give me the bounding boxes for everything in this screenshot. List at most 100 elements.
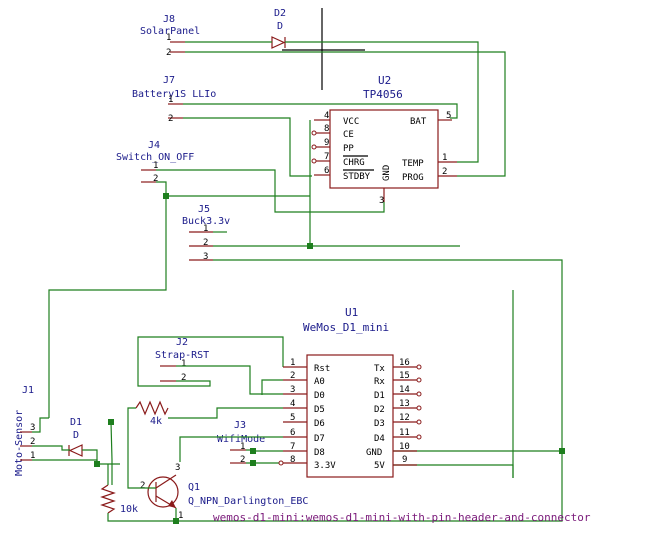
wires-j4 — [48, 181, 310, 418]
u1-pin-33v: 3.3V — [314, 461, 336, 471]
u1-pin-rx: Rx — [374, 377, 385, 387]
connector-j5[interactable]: J5 Buck3.3v 1 2 3 — [182, 204, 230, 262]
u2-pin-prog: PROG — [402, 173, 424, 183]
q1-pin1: 1 — [178, 511, 183, 521]
wires-u2 — [156, 120, 385, 246]
u2-num1: 1 — [442, 153, 447, 163]
u1-num4: 4 — [290, 399, 295, 409]
diode-d2[interactable]: D2 D — [271, 8, 286, 49]
u1-num11: 11 — [399, 428, 410, 438]
j1-pin2: 2 — [30, 437, 35, 447]
connector-j4[interactable]: J4 Switch_ON_OFF 1 2 — [116, 140, 194, 184]
u1-num2: 2 — [290, 371, 295, 381]
j3-pin2: 2 — [240, 455, 245, 465]
u2-value: TP4056 — [363, 88, 403, 101]
u1-pin-d4: D4 — [374, 434, 385, 444]
u1-num7: 7 — [290, 442, 295, 452]
j3-ref: J3 — [234, 420, 246, 431]
r-bot-value: 10k — [120, 504, 138, 515]
connector-j8[interactable]: J8 SolarPanel 1 2 — [140, 14, 200, 58]
j5-pin3: 3 — [203, 252, 208, 262]
j4-pin1: 1 — [153, 161, 158, 171]
u2-ref: U2 — [378, 74, 391, 87]
u1-footprint: wemos-d1-mini:wemos-d1-mini-with-pin-hea… — [213, 511, 591, 524]
u1-pin-gnd: GND — [366, 448, 382, 458]
q1-ref: Q1 — [188, 482, 200, 493]
wires-j5 — [176, 231, 563, 522]
u2-num7: 7 — [324, 152, 329, 162]
j4-ref: J4 — [148, 140, 160, 151]
d2-value: D — [277, 21, 283, 32]
crosshair-cursor — [282, 8, 365, 90]
j2-pin2: 2 — [181, 373, 186, 383]
resistor-4k[interactable]: 4k — [135, 400, 169, 427]
q1-value: Q_NPN_Darlington_EBC — [188, 496, 308, 507]
u2-num9: 9 — [324, 138, 329, 148]
u1-ref: U1 — [345, 306, 358, 319]
d1-value: D — [73, 430, 79, 441]
u2-pin-temp: TEMP — [402, 159, 424, 169]
u1-pin-tx: Tx — [374, 364, 385, 374]
j7-ref: J7 — [163, 75, 175, 86]
j8-pin1: 1 — [166, 33, 171, 43]
j8-pin2: 2 — [166, 48, 171, 58]
wires-u1 — [32, 290, 562, 522]
u1-num13: 13 — [399, 399, 410, 409]
u1-pin-rst: Rst — [314, 364, 330, 374]
u1-pin-a0: A0 — [314, 377, 325, 387]
j2-ref: J2 — [176, 337, 188, 348]
j2-pin1: 1 — [181, 359, 186, 369]
u1-num5: 5 — [290, 413, 295, 423]
u2-pin-stdby: STDBY — [343, 172, 371, 182]
u1-num1: 1 — [290, 358, 295, 368]
ic-u2-tp4056[interactable]: U2 TP4056 VCC CE PP CHRG STDBY 4 8 9 7 6… — [311, 74, 457, 206]
u1-pin-d5: D5 — [314, 405, 325, 415]
j5-pin2: 2 — [203, 238, 208, 248]
u2-num8: 8 — [324, 124, 329, 134]
j3-value: WifiMode — [217, 434, 265, 445]
d2-ref: D2 — [274, 8, 286, 19]
u1-pin-d0: D0 — [314, 391, 325, 401]
connector-j3[interactable]: J3 WifiMode 1 2 — [217, 420, 265, 465]
diode-d1[interactable]: D1 D — [68, 417, 83, 457]
ic-u1-wemos[interactable]: U1 WeMos_D1_mini — [303, 306, 394, 478]
j5-value: Buck3.3v — [182, 216, 230, 227]
connector-j1[interactable]: J1 Moto-Sensor 3 2 1 — [14, 385, 35, 476]
u2-num3: 3 — [379, 196, 384, 206]
j1-pin3: 3 — [30, 423, 35, 433]
u1-pin-d6: D6 — [314, 419, 325, 429]
u1-num8: 8 — [290, 455, 295, 465]
resistor-10k[interactable]: 10k — [100, 484, 138, 515]
j7-value: Battery1S LLIo — [132, 89, 216, 100]
u1-pin-d3: D3 — [374, 419, 385, 429]
u2-num6: 6 — [324, 166, 329, 176]
j3-pin1: 1 — [240, 442, 245, 452]
u1-pin-5v: 5V — [374, 461, 385, 471]
u1-pin-d1: D1 — [374, 391, 385, 401]
u1-num6: 6 — [290, 428, 295, 438]
u2-pin-pp: PP — [343, 144, 354, 154]
u1-num3: 3 — [290, 385, 295, 395]
transistor-q1[interactable]: Q1 Q_NPN_Darlington_EBC 3 2 1 — [140, 463, 308, 521]
u2-pin-ce: CE — [343, 130, 354, 140]
connector-j2[interactable]: J2 Strap-RST 1 2 — [155, 337, 209, 383]
j7-pin2: 2 — [168, 114, 173, 124]
j5-ref: J5 — [198, 204, 210, 215]
j5-pin1: 1 — [203, 224, 208, 234]
connector-j7[interactable]: J7 Battery1S LLIo 1 2 — [132, 75, 216, 124]
u2-pin-bat: BAT — [410, 117, 427, 127]
u2-num5: 5 — [446, 111, 451, 121]
u1-num12: 12 — [399, 413, 410, 423]
u2-pin-chrg: CHRG — [343, 158, 365, 168]
j7-pin1: 1 — [168, 95, 173, 105]
u1-num14: 14 — [399, 385, 410, 395]
r-top-value: 4k — [150, 416, 162, 427]
u1-pin-d2: D2 — [374, 405, 385, 415]
j8-value: SolarPanel — [140, 26, 200, 37]
u1-pin-d8: D8 — [314, 448, 325, 458]
wire-junctions — [94, 193, 565, 524]
u2-num2: 2 — [442, 167, 447, 177]
d1-ref: D1 — [70, 417, 82, 428]
j1-ref: J1 — [22, 385, 34, 396]
u1-num16: 16 — [399, 358, 410, 368]
